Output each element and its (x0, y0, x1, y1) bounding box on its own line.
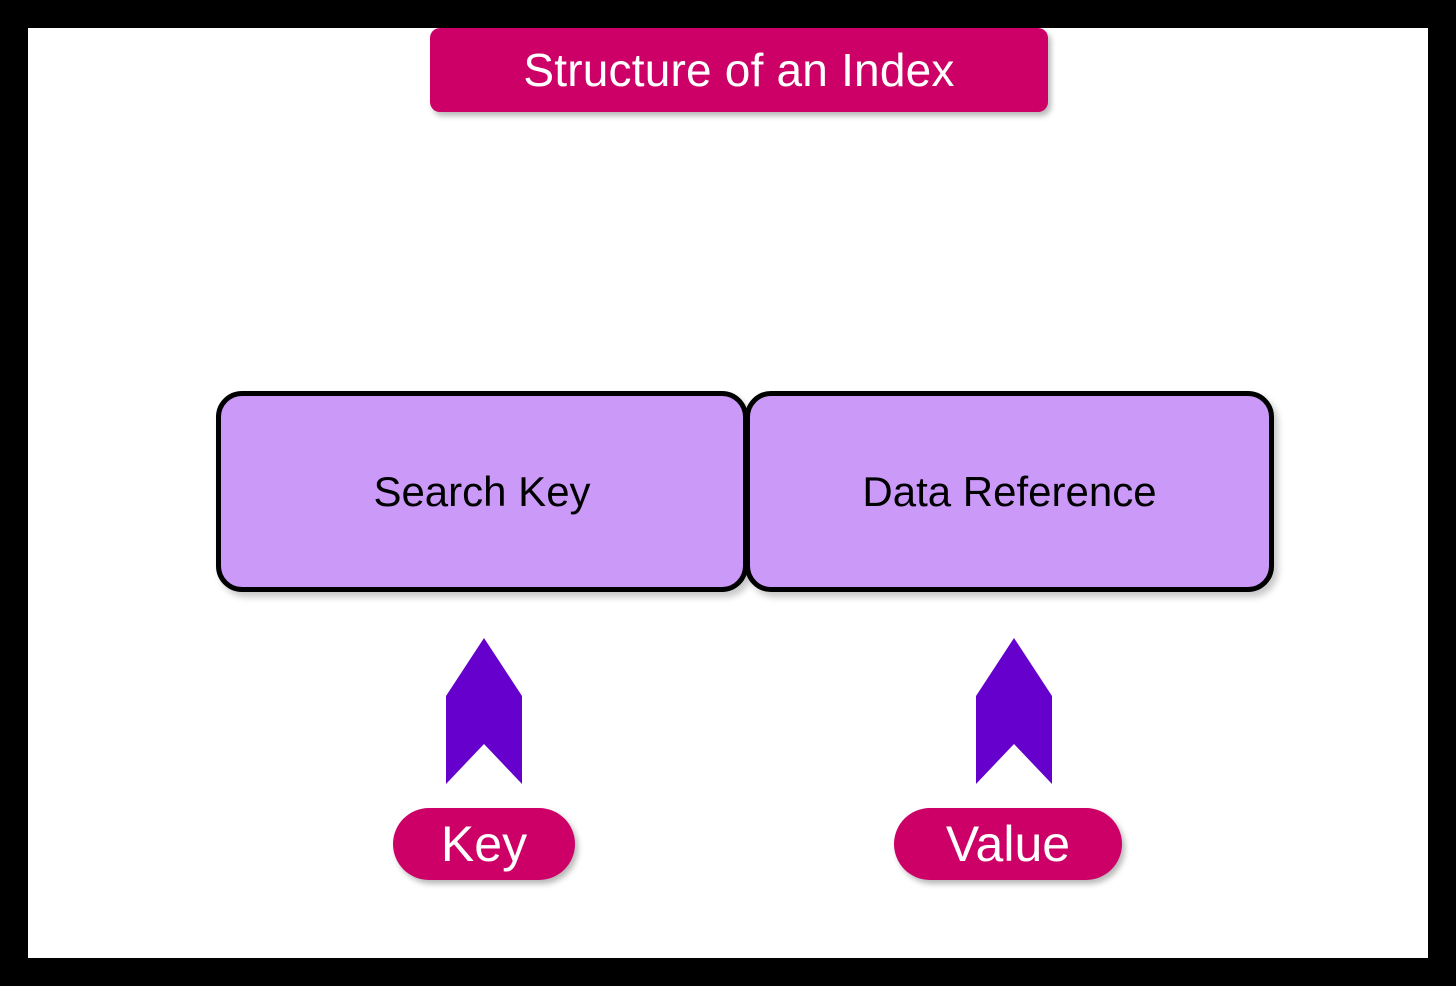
up-arrow-icon-key (444, 636, 524, 786)
up-arrow-icon (446, 638, 522, 784)
page-title: Structure of an Index (523, 44, 955, 96)
callout-pill-key: Key (393, 808, 575, 880)
up-arrow-icon (976, 638, 1052, 784)
slide-canvas: Structure of an Index Search Key Data Re… (28, 28, 1428, 958)
index-cell-search-key-label: Search Key (373, 467, 591, 515)
index-record-diagram: Search Key Data Reference (216, 391, 1274, 592)
slide-title-banner: Structure of an Index (430, 28, 1048, 112)
callout-pill-key-label: Key (440, 816, 528, 872)
callout-pill-value: Value (894, 808, 1122, 880)
callout-pill-value-label: Value (945, 816, 1071, 872)
index-cell-data-reference-label: Data Reference (862, 467, 1157, 515)
index-cell-search-key: Search Key (216, 391, 748, 592)
up-arrow-icon-value (974, 636, 1054, 786)
index-cell-data-reference: Data Reference (745, 391, 1274, 592)
